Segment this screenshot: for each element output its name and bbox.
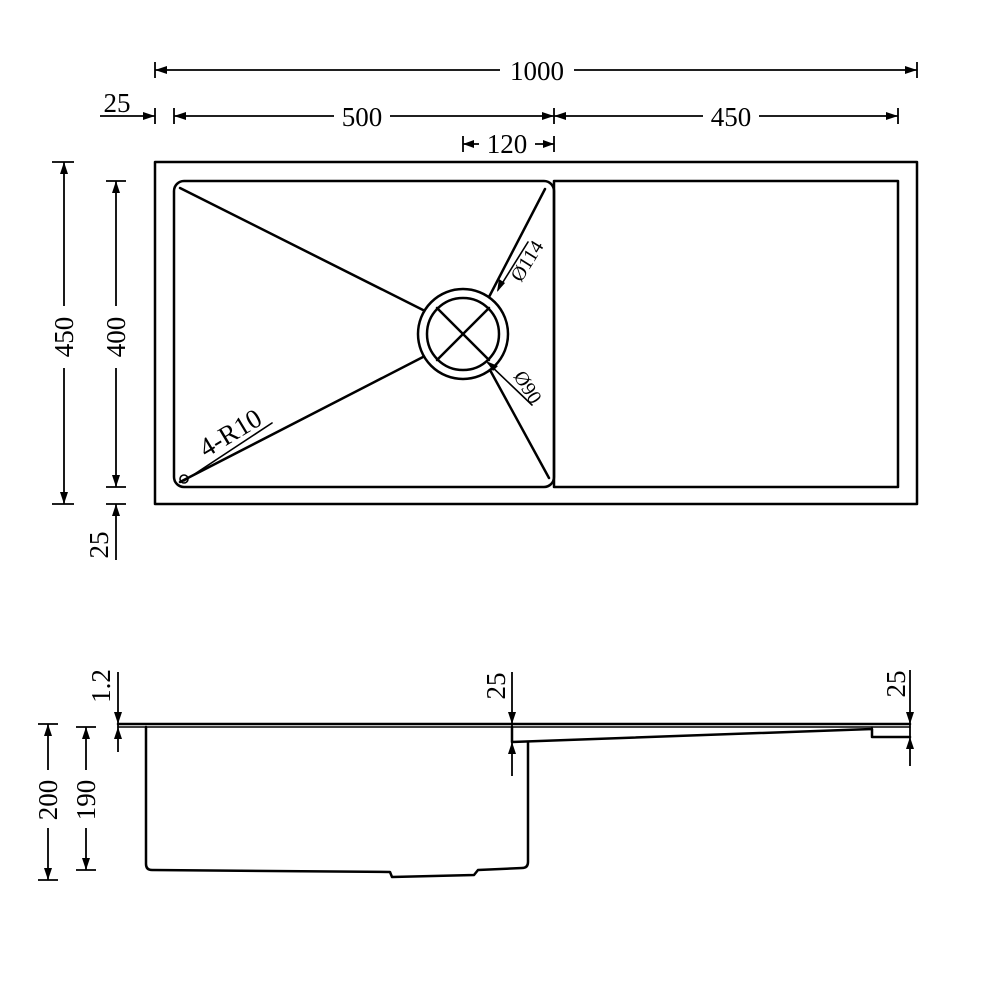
corner-radius-label: 4-R10 (194, 403, 267, 463)
dim-bowl-depth: 400 25 (84, 180, 132, 560)
left-flange-width-label: 25 (104, 88, 131, 118)
step-end-label: 25 (881, 671, 911, 698)
dim-overall-depth: 450 (48, 161, 80, 505)
dim-bowl-height: 190 (71, 726, 103, 871)
bowl-profile (144, 725, 530, 879)
dim-drain-offset: 120 (462, 129, 555, 159)
overall-depth-label: 450 (49, 317, 79, 358)
bowl-slope-lines (178, 186, 551, 484)
drain-inner-diameter-label: Ø90 (509, 367, 546, 408)
bowl-width-label: 500 (342, 102, 383, 132)
step-mid-label: 25 (481, 673, 511, 700)
drain-fitting (416, 287, 510, 381)
dim-total-height: 200 (33, 723, 65, 881)
dim-step-mid: 25 (481, 672, 516, 776)
dim-overall-length: 1000 (154, 55, 918, 86)
dim-width-chain: 25 500 450 (100, 88, 899, 132)
overall-length-label: 1000 (510, 56, 564, 86)
bowl-height-label: 190 (71, 780, 101, 821)
front-flange-label: 25 (84, 532, 114, 559)
drain-inner-leader: Ø90 (486, 361, 546, 408)
sink-outer-outline (153, 160, 919, 506)
drainboard-width-label: 450 (711, 102, 752, 132)
drain-offset-label: 120 (487, 129, 528, 159)
dim-step-end: 25 (881, 670, 914, 766)
dim-sheet-thickness: 1.2 (86, 669, 122, 752)
sheet-thickness-label: 1.2 (86, 669, 116, 703)
total-height-label: 200 (33, 780, 63, 821)
drainboard-outline (552, 179, 900, 489)
drain-outer-diameter-label: Ø114 (507, 237, 549, 286)
side-view: 1.2 25 25 200 (33, 669, 914, 881)
bowl-depth-label: 400 (101, 317, 131, 358)
top-view: Ø114 Ø90 4-R10 1000 (48, 55, 919, 560)
